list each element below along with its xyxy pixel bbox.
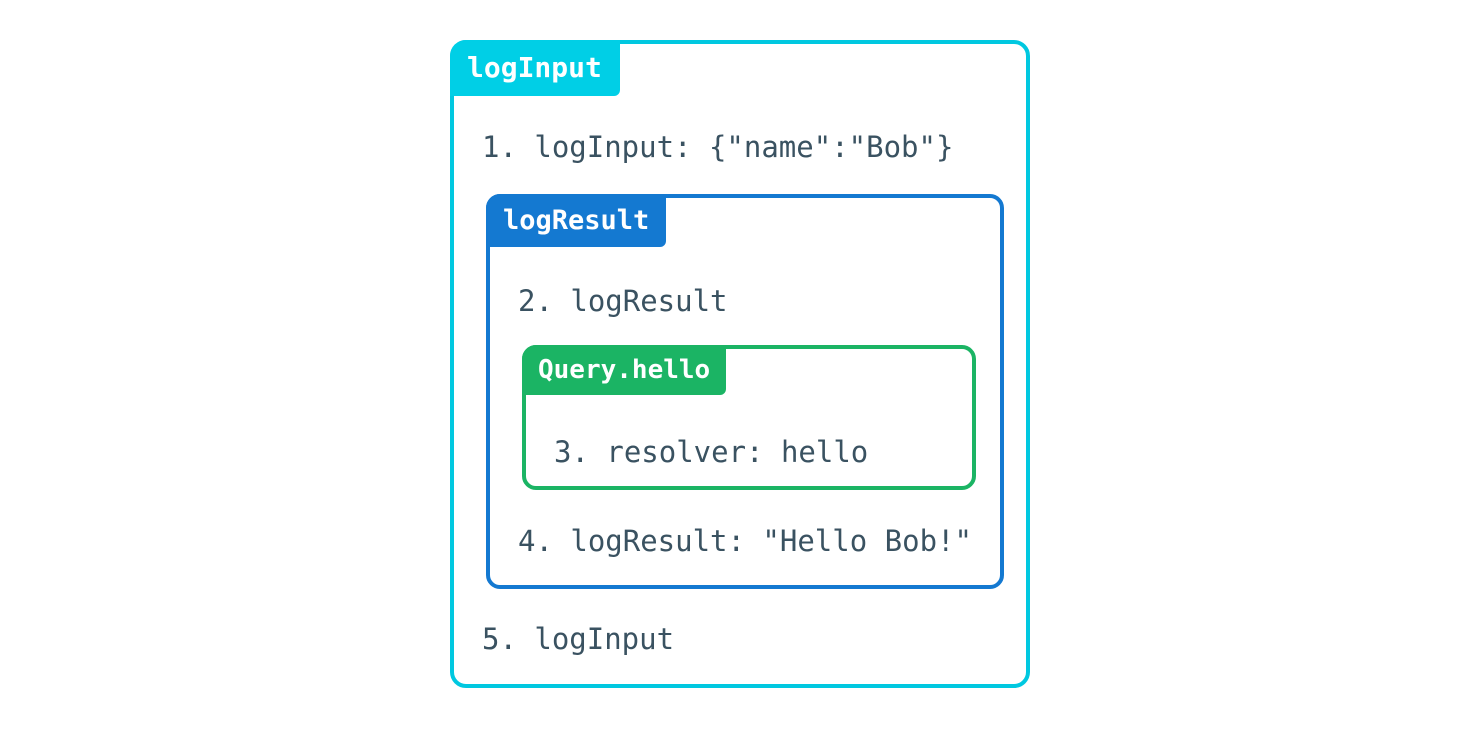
box-log-result[interactable]: logResult 2. logResult Query.hello 3. re… (486, 194, 1004, 589)
step-line-5: 5. logInput (482, 622, 675, 656)
step-line-3: 3. resolver: hello (554, 435, 869, 469)
box-label-log-result: logResult (486, 194, 667, 247)
step-line-1: 1. logInput: {"name":"Bob"} (482, 130, 954, 164)
step-line-4: 4. logResult: "Hello Bob!" (518, 524, 972, 558)
box-label-query-hello: Query.hello (522, 345, 727, 395)
box-query-hello[interactable]: Query.hello 3. resolver: hello (522, 345, 976, 490)
box-log-input[interactable]: logInput 1. logInput: {"name":"Bob"} log… (450, 40, 1030, 688)
box-label-log-input: logInput (450, 40, 620, 96)
step-line-2: 2. logResult (518, 284, 728, 318)
